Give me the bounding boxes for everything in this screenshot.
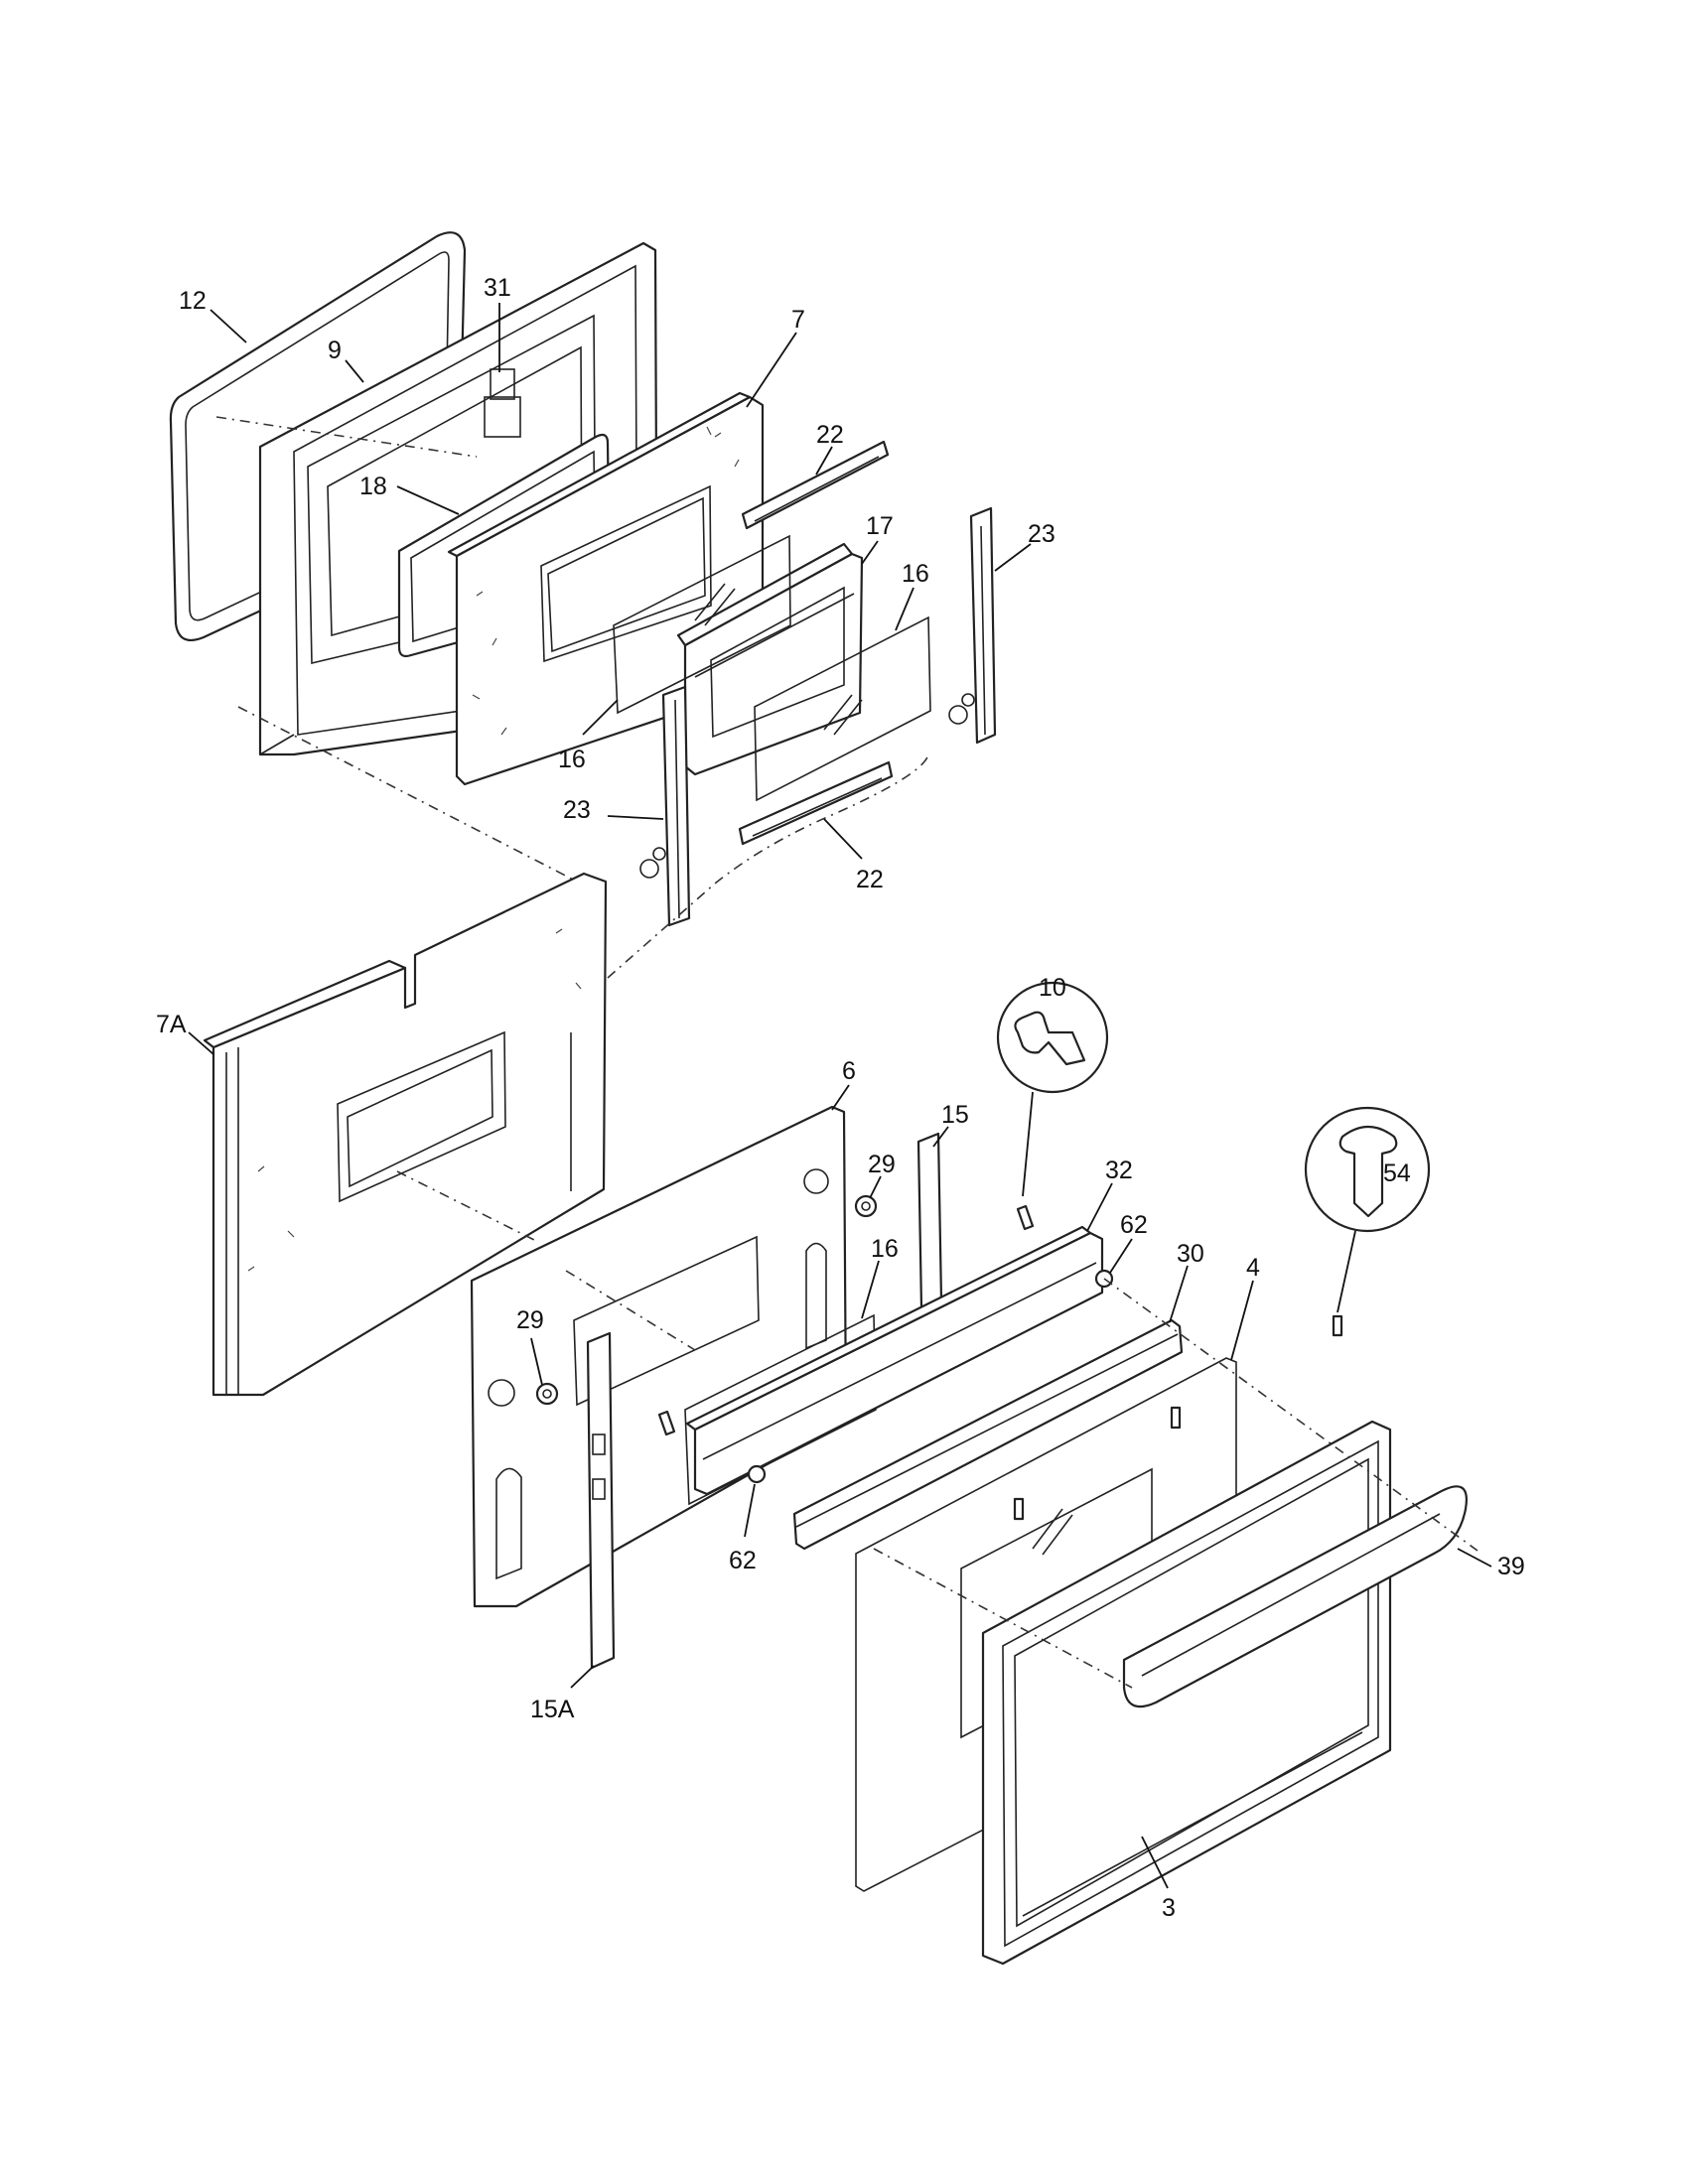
callout-15: 15 <box>941 1101 969 1129</box>
screw-part-10-small <box>1016 1204 1035 1231</box>
leader-16b <box>582 699 619 736</box>
leader-16a <box>895 587 914 631</box>
callout-32: 32 <box>1105 1157 1133 1184</box>
screw-frame-2 <box>1013 1497 1025 1521</box>
hinge-part-23-right <box>948 506 997 745</box>
leader-18 <box>396 485 460 515</box>
callout-18: 18 <box>359 473 387 500</box>
leader-23b <box>607 815 664 820</box>
hinge-part-23-left <box>639 685 691 927</box>
leader-9 <box>345 359 364 383</box>
leader-16c <box>861 1260 880 1319</box>
spacer-part-29-left <box>535 1382 559 1406</box>
leader-30 <box>1169 1265 1189 1323</box>
callout-7A: 7A <box>156 1011 187 1038</box>
leader-39 <box>1457 1548 1492 1568</box>
callout-3: 3 <box>1162 1894 1176 1922</box>
leader-3 <box>1141 1836 1169 1889</box>
callout-30: 30 <box>1177 1240 1204 1268</box>
bracket-part-32 <box>685 1225 1104 1496</box>
leader-62b <box>744 1483 756 1538</box>
strip-part-15A <box>586 1331 616 1670</box>
callout-7: 7 <box>791 306 805 334</box>
leader-29a <box>869 1175 882 1199</box>
callout-31: 31 <box>484 274 511 302</box>
strip-part-15 <box>916 1132 943 1310</box>
glass-part-16-right <box>754 615 931 802</box>
callout-16-middle: 16 <box>871 1235 899 1263</box>
spacer-part-62-left <box>747 1464 767 1484</box>
glass-part-16-left <box>613 534 791 715</box>
callout-9: 9 <box>328 337 342 364</box>
leader-17 <box>861 540 879 565</box>
leader-6 <box>831 1084 850 1111</box>
insulation-part-7A <box>203 872 608 1397</box>
screw-part-54-small <box>1332 1314 1343 1337</box>
leader-22b <box>823 818 863 860</box>
channel-part-22-lower <box>738 760 894 846</box>
assembly-line-top-3 <box>607 753 929 979</box>
leader-15A <box>570 1665 595 1689</box>
assembly-line-top-2 <box>237 706 582 885</box>
leader-7A <box>188 1031 214 1055</box>
leader-7 <box>746 332 797 408</box>
screw-left-small <box>657 1410 676 1436</box>
callout-16-upper-left: 16 <box>558 746 586 773</box>
callout-22-upper: 22 <box>816 421 844 449</box>
assembly-line-mid-3 <box>1103 1278 1478 1552</box>
handle-part-39 <box>1122 1485 1468 1708</box>
assembly-line-top-1 <box>215 416 478 458</box>
callout-15A: 15A <box>530 1696 575 1723</box>
callout-16-upper-right: 16 <box>902 560 929 588</box>
callout-17: 17 <box>866 512 894 540</box>
callout-39: 39 <box>1497 1553 1525 1580</box>
callout-62-upper: 62 <box>1120 1211 1148 1239</box>
callout-6: 6 <box>842 1057 856 1085</box>
rail-part-30 <box>792 1318 1184 1551</box>
leader-4 <box>1230 1280 1254 1361</box>
channel-part-22-upper <box>741 440 890 530</box>
callout-23-left: 23 <box>563 796 591 824</box>
door-frame-part-3 <box>981 1420 1392 1966</box>
detail-circle-part-10 <box>996 981 1109 1197</box>
leader-15 <box>932 1126 949 1148</box>
callout-4: 4 <box>1246 1254 1260 1282</box>
leader-23a <box>994 543 1032 572</box>
assembly-line-mid-4 <box>873 1548 1133 1689</box>
callout-29-left: 29 <box>516 1306 544 1334</box>
callout-54: 54 <box>1383 1160 1411 1187</box>
leader-12 <box>210 309 247 343</box>
leader-32 <box>1086 1182 1113 1232</box>
detail-circle-part-54 <box>1304 1106 1431 1313</box>
callout-29-right: 29 <box>868 1151 896 1178</box>
window-frame-part-17 <box>676 542 864 776</box>
screw-frame-1 <box>1170 1406 1182 1430</box>
assembly-line-mid-1 <box>396 1170 537 1242</box>
leader-62a <box>1109 1238 1133 1274</box>
callout-23-right: 23 <box>1028 520 1055 548</box>
assembly-line-mid-2 <box>565 1270 696 1351</box>
callout-12: 12 <box>179 287 207 315</box>
callout-10: 10 <box>1039 974 1066 1002</box>
spacer-part-29-right <box>854 1194 878 1218</box>
leader-22a <box>815 446 833 476</box>
callout-62-lower: 62 <box>729 1547 757 1574</box>
leader-29b <box>530 1337 543 1386</box>
callout-22-lower: 22 <box>856 866 884 893</box>
